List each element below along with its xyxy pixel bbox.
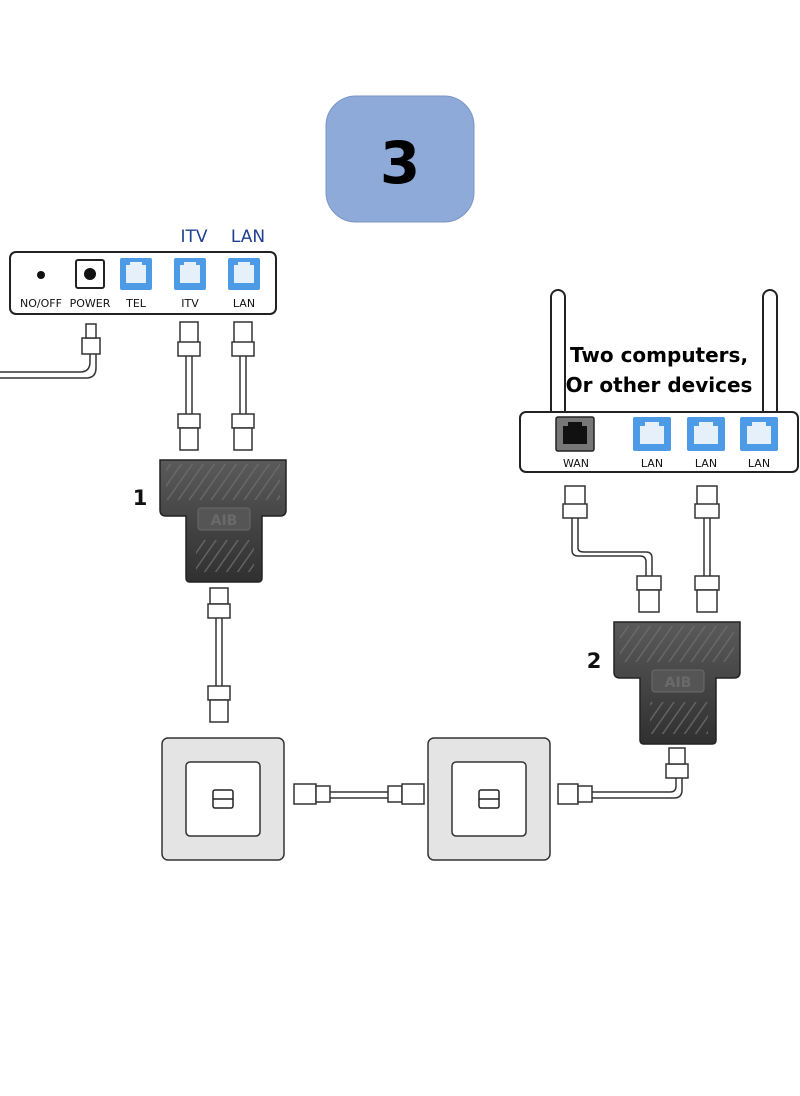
port-label-power: POWER [70, 297, 111, 310]
wall-plate-1 [161, 737, 285, 861]
router-port-label-lan-3: LAN [748, 457, 770, 470]
splitter-2-logo: AIB [665, 675, 692, 691]
router-port-label-lan-1: LAN [641, 457, 663, 470]
cable-wan [562, 485, 662, 613]
itv-port-icon [174, 258, 206, 290]
cable-router-lan [694, 485, 720, 613]
cable-wall-to-wall [293, 783, 425, 805]
router-caption-line2: Or other devices [566, 373, 753, 397]
lan-port-icon [228, 258, 260, 290]
splitter-1-number: 1 [133, 486, 148, 510]
power-switch-icon [37, 271, 45, 279]
cable-splitter1-to-wall [207, 587, 231, 723]
modem-panel: NO/OFF POWER TEL ITV LAN [9, 251, 277, 315]
port-label-tel: TEL [125, 297, 147, 310]
step-badge: 3 [325, 95, 475, 223]
router-panel: WAN LAN LAN LAN [519, 411, 799, 473]
tel-port-icon [120, 258, 152, 290]
port-label-lan: LAN [233, 297, 255, 310]
router-caption-line1: Two computers, [570, 343, 748, 367]
router-antenna-left [550, 289, 566, 419]
modem-top-label-lan: LAN [231, 227, 265, 247]
wan-port-icon [555, 416, 595, 452]
splitter-2: AIB [613, 621, 741, 745]
modem-top-label-itv: ITV [180, 227, 207, 247]
router-port-label-wan: WAN [563, 457, 589, 470]
router-port-label-lan-2: LAN [695, 457, 717, 470]
step-number: 3 [380, 129, 420, 197]
cable-itv [177, 321, 201, 451]
splitter-1: AIB [159, 459, 287, 583]
splitter-2-number: 2 [587, 649, 602, 673]
cable-lan [231, 321, 255, 451]
router-antenna-right [762, 289, 778, 419]
router-lan-port-3-icon [740, 417, 778, 451]
port-label-itv: ITV [181, 297, 199, 310]
port-label-nooff: NO/OFF [20, 297, 62, 310]
cable-wall-to-splitter2 [557, 747, 689, 805]
router-lan-port-1-icon [633, 417, 671, 451]
power-cable [0, 323, 101, 379]
router-lan-port-2-icon [687, 417, 725, 451]
wall-plate-2 [427, 737, 551, 861]
splitter-1-logo: AIB [211, 513, 238, 529]
